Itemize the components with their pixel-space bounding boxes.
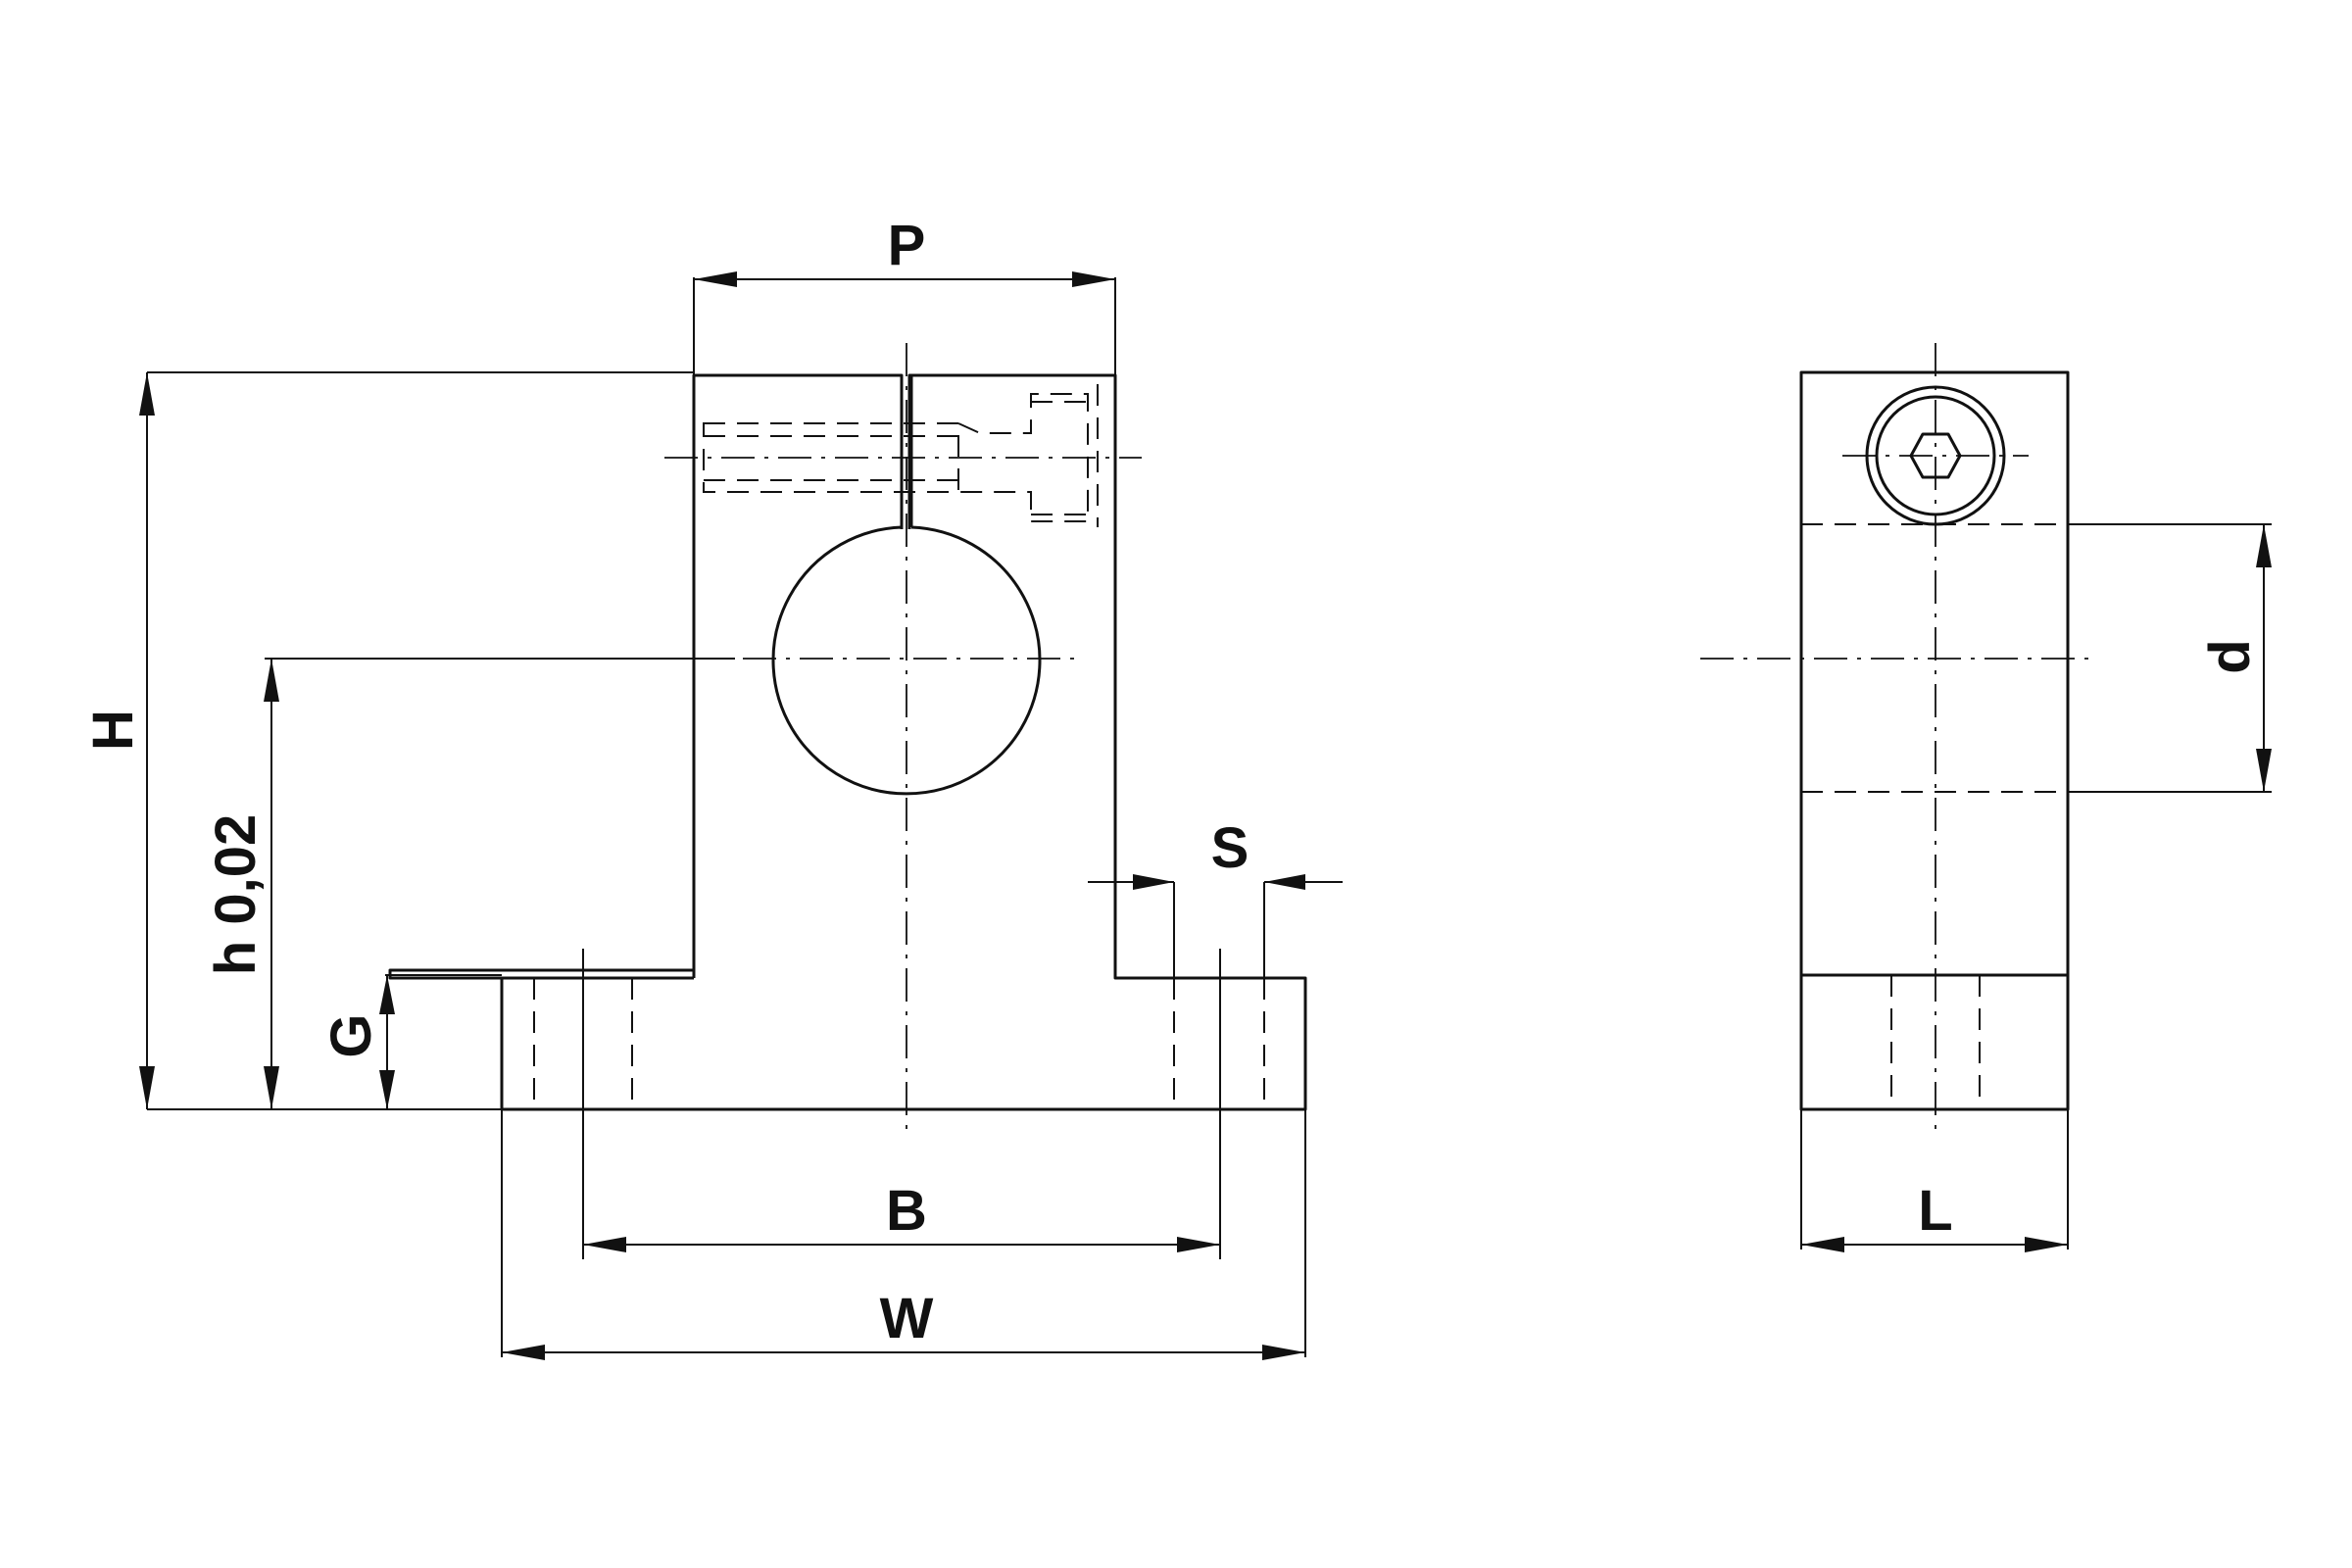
dimension-h: H: [81, 372, 155, 1109]
front-view-outline-left: [388, 373, 1307, 1111]
dimension-l: L: [1801, 1179, 2068, 1252]
side-view-outline: [1799, 370, 2070, 1111]
label-s: S: [1211, 816, 1250, 880]
dimension-g: G: [319, 975, 395, 1109]
label-g: G: [319, 1013, 383, 1057]
label-h-axis: h 0,02: [204, 814, 268, 975]
label-d: d: [2198, 639, 2262, 673]
label-b: B: [886, 1179, 927, 1243]
label-w: W: [880, 1287, 934, 1350]
front-view: P H h 0,02 G S: [81, 214, 1343, 1360]
label-p: P: [888, 214, 926, 277]
mounting-holes-hidden: [533, 978, 1265, 1109]
dimension-d: d: [2198, 524, 2272, 792]
shaft-bore-circle: [771, 525, 1042, 796]
dimension-h-axis: h 0,02: [204, 659, 279, 1109]
dimension-s: S: [1088, 816, 1343, 890]
dimension-p: P: [694, 214, 1115, 287]
dimension-b: B: [583, 1179, 1220, 1252]
side-view: d L: [1700, 343, 2272, 1252]
label-l: L: [1918, 1179, 1952, 1243]
label-h: H: [81, 710, 145, 751]
dimension-w: W: [502, 1287, 1305, 1360]
